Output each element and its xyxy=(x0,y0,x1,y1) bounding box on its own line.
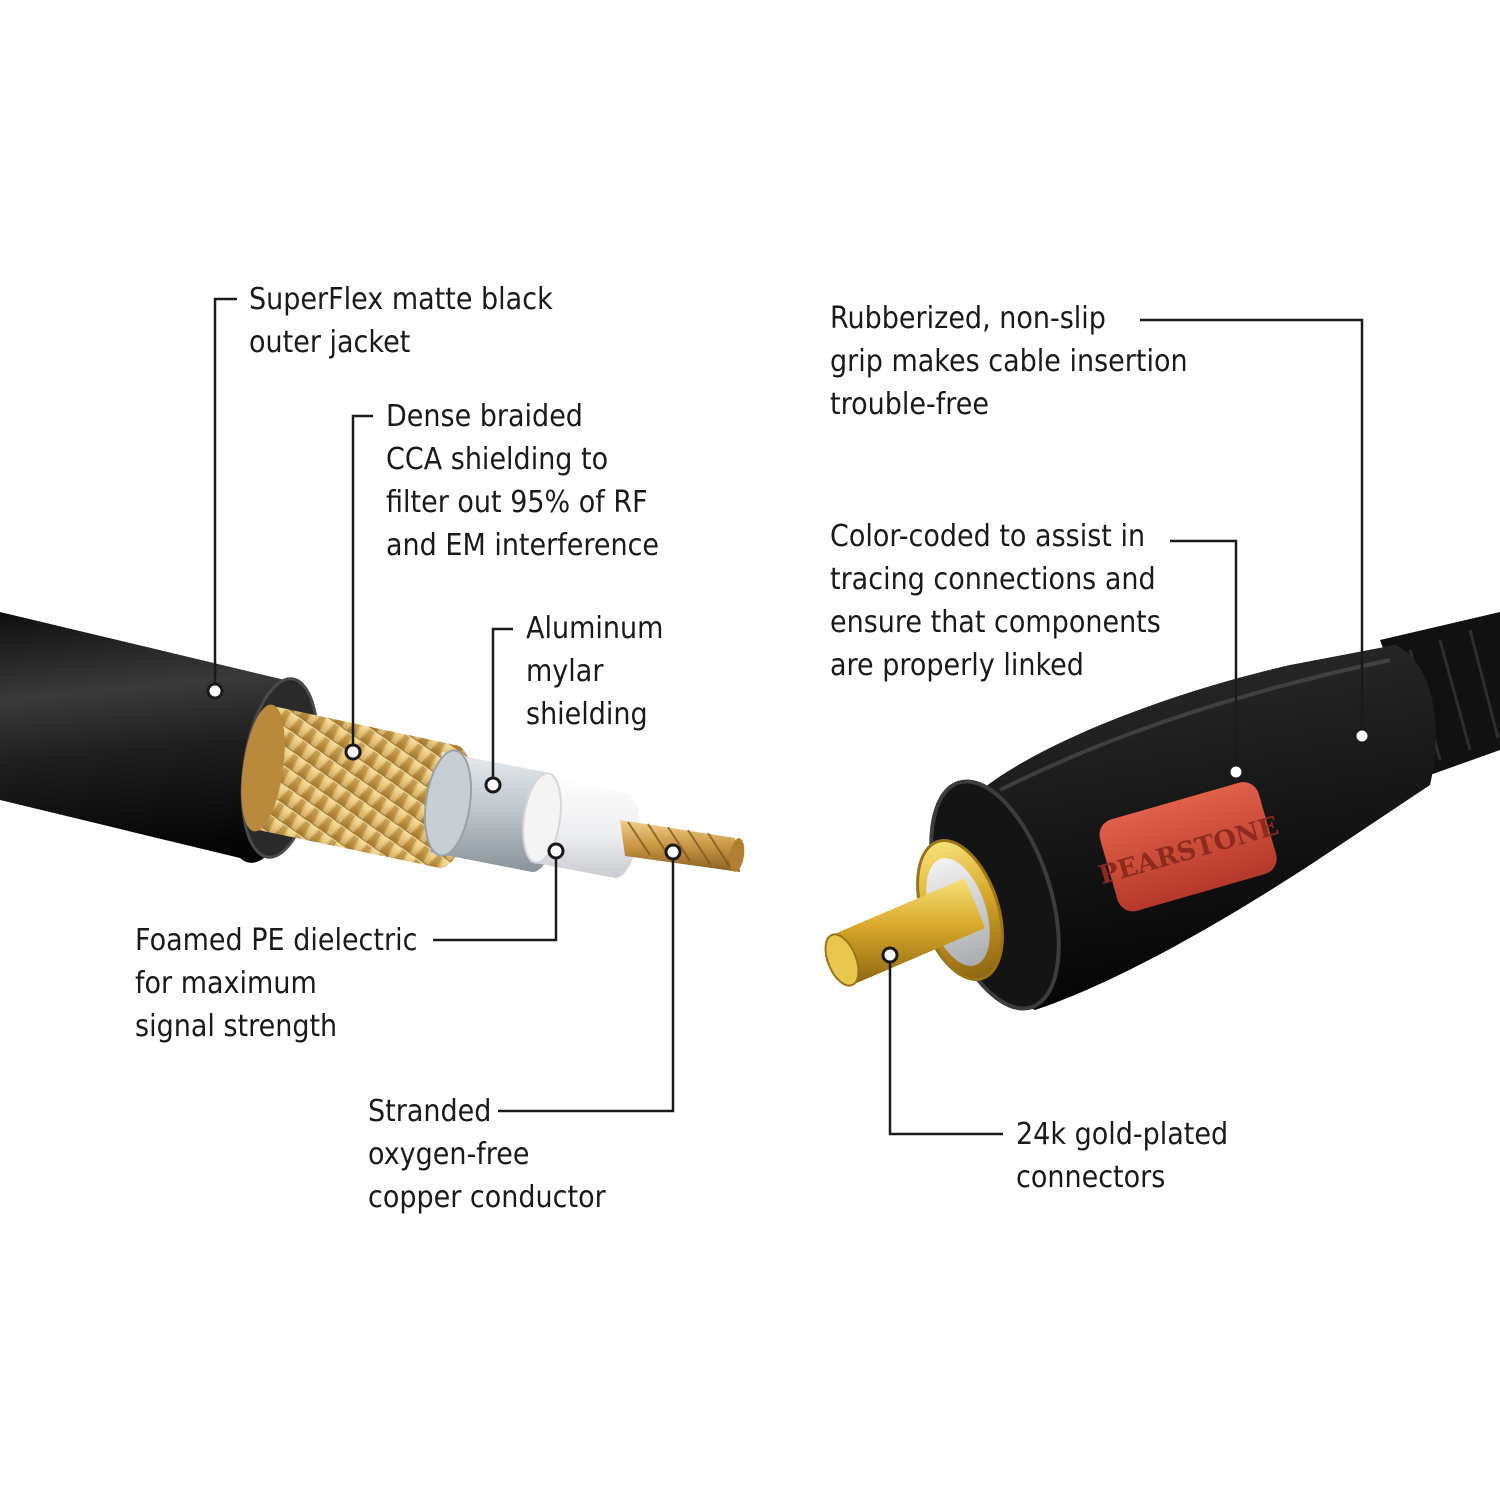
leader-gold xyxy=(888,955,1003,1136)
callout-braided-shielding: Dense braided CCA shielding to filter ou… xyxy=(386,399,660,563)
mylar-face xyxy=(423,749,473,857)
callout-gold-plated: 24k gold-plated connectors xyxy=(1016,1117,1229,1195)
pearstone-badge: PEARSTONE xyxy=(1096,782,1282,912)
braided-shield xyxy=(258,705,473,869)
leader-grip xyxy=(1140,318,1364,736)
copper-conductor xyxy=(620,820,745,872)
braid-left-face xyxy=(241,704,285,832)
callout-copper-conductor: Stranded oxygen-free copper conductor xyxy=(368,1094,606,1215)
callout-color-coded: Color-coded to assist in tracing connect… xyxy=(830,519,1161,683)
outer-jacket xyxy=(0,612,303,863)
callout-foamed-dielectric: Foamed PE dielectric for maximum signal … xyxy=(135,923,418,1044)
callout-rubberized-grip: Rubberized, non-slip grip makes cable in… xyxy=(830,301,1188,422)
callout-mylar-shielding: Aluminum mylar shielding xyxy=(526,611,664,732)
leader-mylar xyxy=(491,627,513,785)
rca-plug-illustration: PEARSTONE xyxy=(824,612,1500,1011)
leader-braid xyxy=(351,414,373,752)
leader-colorcode xyxy=(1170,539,1238,772)
leader-conductor xyxy=(498,852,675,1113)
leader-dots xyxy=(206,682,1371,964)
callout-outer-jacket: SuperFlex matte black outer jacket xyxy=(249,282,553,360)
gold-center-pin xyxy=(832,878,985,985)
dielectric-face xyxy=(522,772,562,864)
leader-dielectric xyxy=(433,851,558,942)
leader-lines xyxy=(213,297,1364,1136)
leader-jacket xyxy=(213,297,237,690)
